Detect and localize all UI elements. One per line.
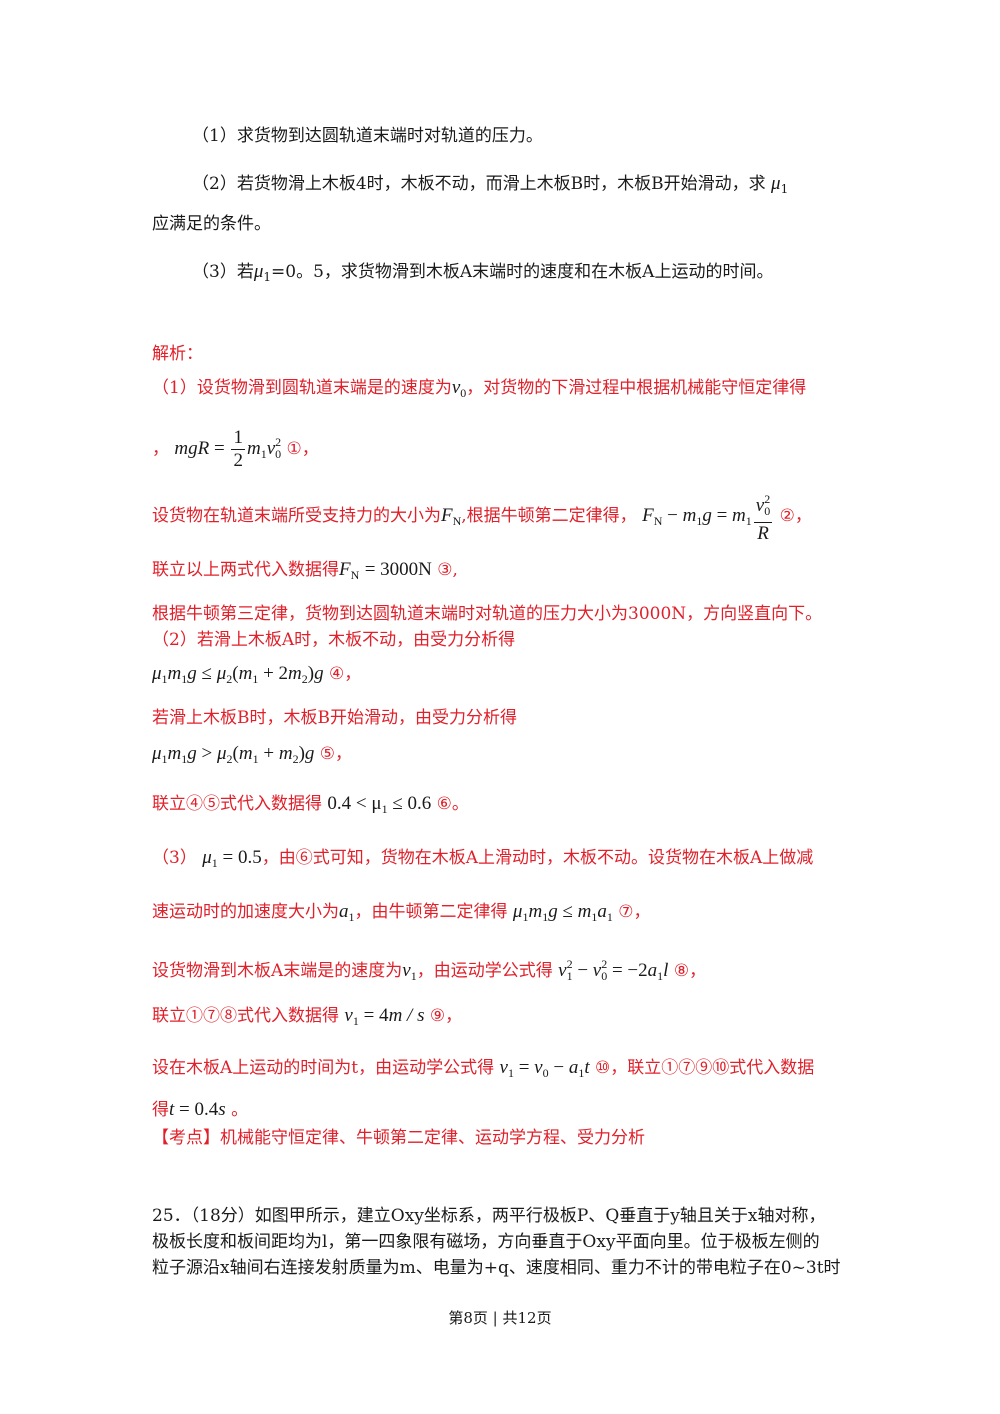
question-25-line-1: 25．（18分）如图甲所示，建立Oxy坐标系，两平行极板P、Q垂直于y轴且关于x… — [152, 1206, 826, 1226]
page-footer: 第8页 | 共12页 — [448, 1309, 552, 1327]
question-2: （2）若货物滑上木板4时，木板不动，而滑上木板B时，木板B开始滑动，求 μ1 — [192, 173, 789, 196]
solution-eq4: μ1m1g ≤ μ2(m1 + 2m2)g ④， — [152, 663, 362, 686]
question-25-line-2: 极板长度和板间距均为l，第一四象限有磁场，方向垂直于Oxy平面向里。位于极板左侧… — [152, 1232, 820, 1252]
solution-p6: 若滑上木板B时，木板B开始滑动，由受力分析得 — [152, 708, 517, 728]
solution-p3: 联立以上两式代入数据得FN = 3000N ③, — [152, 559, 458, 582]
solution-heading: 解析： — [152, 344, 203, 364]
question-25-line-3: 粒子源沿x轴间右连接发射质量为m、电量为+q、速度相同、重力不计的带电粒子在0~… — [152, 1258, 841, 1278]
solution-p8: （3） μ1 = 0.5，由⑥式可知，货物在木板A上滑动时，木板不动。设货物在木… — [152, 847, 814, 870]
kaodian: 【考点】机械能守恒定律、牛顿第二定律、运动学方程、受力分析 — [152, 1128, 645, 1148]
solution-p9: 速运动时的加速度大小为a1，由牛顿第二定律得 μ1m1g ≤ m1a1 ⑦， — [152, 901, 651, 924]
solution-p10: 设货物滑到木板A末端是的速度为v1，由运动学公式得 v12 − v02 = −2… — [152, 957, 707, 983]
solution-p5: （2）若滑上木板A时，木板不动，由受力分析得 — [152, 630, 516, 650]
solution-p1: （1）设货物滑到圆轨道末端是的速度为v0，对货物的下滑过程中根据机械能守恒定律得 — [152, 377, 807, 400]
solution-eq5: μ1m1g > μ2(m1 + m2)g ⑤， — [152, 743, 353, 766]
solution-p11: 联立①⑦⑧式代入数据得 v1 = 4m / s ⑨， — [152, 1005, 463, 1028]
solution-p4: 根据牛顿第三定律，货物到达圆轨道末端时对轨道的压力大小为3000N，方向竖直向下… — [152, 604, 823, 624]
solution-p13: 得t = 0.4s 。 — [152, 1099, 249, 1120]
question-3: （3）若μ1=0。5，求货物滑到木板A末端时的速度和在木板A上运动的时间。 — [192, 261, 774, 284]
question-1: （1）求货物到达圆轨道末端时对轨道的压力。 — [192, 126, 543, 146]
solution-p7: 联立④⑤式代入数据得 0.4 < μ1 ≤ 0.6 ⑥。 — [152, 793, 469, 816]
question-2-cont: 应满足的条件。 — [152, 214, 271, 234]
solution-p2: 设货物在轨道末端所受支持力的大小为FN,根据牛顿第二定律得， FN − m1g … — [152, 488, 850, 545]
solution-p12: 设在木板A上运动的时间为t，由运动学公式得 v1 = v0 − a1t ⑩，联立… — [152, 1057, 815, 1080]
